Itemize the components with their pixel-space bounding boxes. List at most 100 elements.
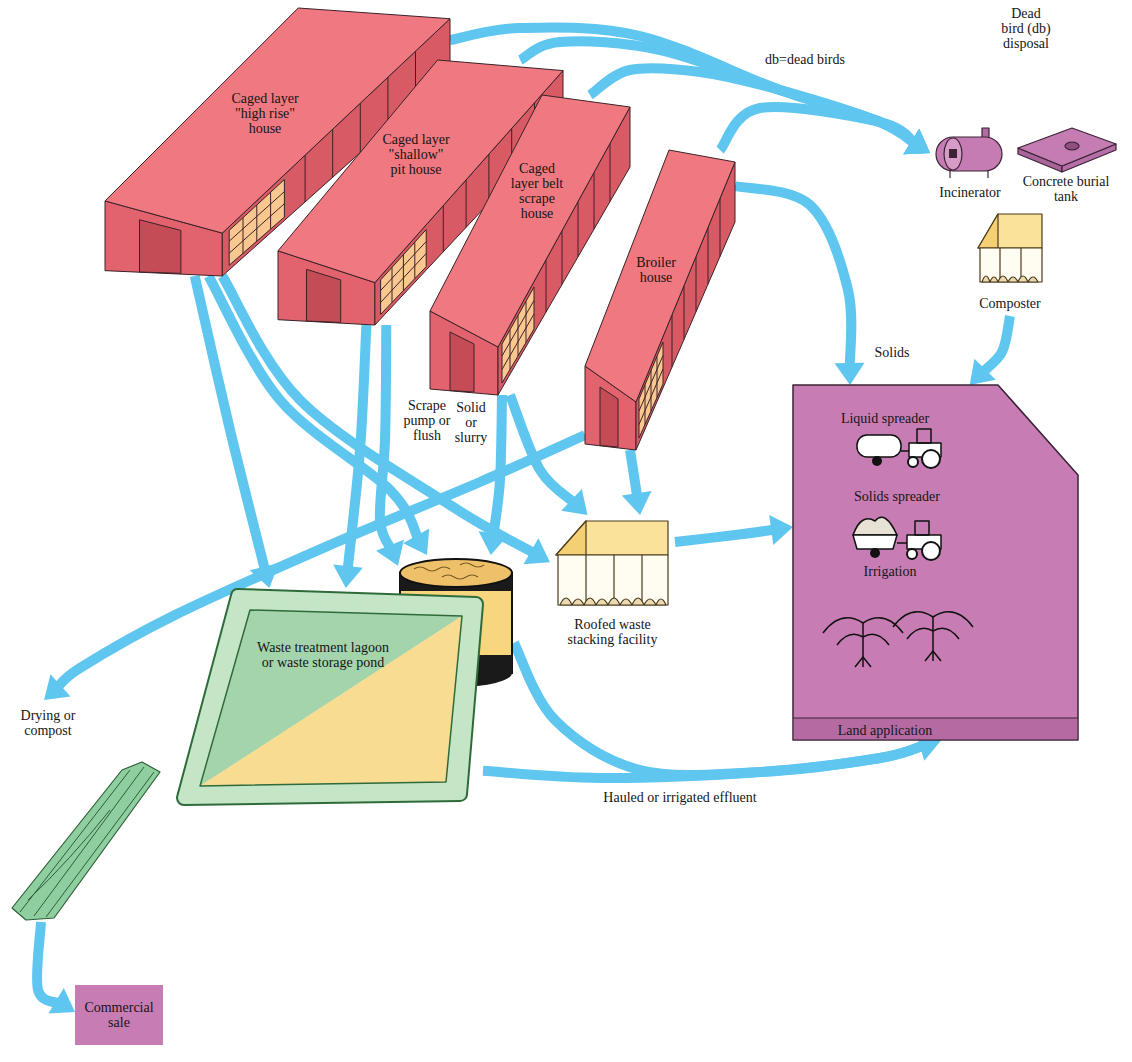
drawing-part bbox=[893, 612, 973, 661]
text-holder: Solids spreader bbox=[842, 489, 952, 504]
flow-line bbox=[380, 325, 392, 551]
drawing-part bbox=[907, 549, 917, 559]
drawing-part bbox=[657, 356, 658, 397]
drawing-part bbox=[982, 276, 1038, 282]
drawing-part bbox=[862, 623, 864, 667]
text-holder: Solids bbox=[872, 345, 912, 360]
flow-line bbox=[510, 395, 576, 504]
drawing-part bbox=[200, 610, 462, 786]
text-holder: Caged layer belt scrape house bbox=[506, 161, 568, 221]
drawing-part bbox=[853, 535, 897, 549]
drawing-part bbox=[360, 103, 361, 152]
text-holder: Waste treatment lagoon or waste storage … bbox=[253, 640, 393, 670]
drawing-part bbox=[400, 559, 512, 587]
drawing-part bbox=[140, 220, 181, 274]
flow-line bbox=[720, 107, 916, 150]
flow-line bbox=[56, 435, 585, 689]
drawing-part bbox=[307, 269, 341, 322]
drawing-part bbox=[200, 616, 462, 786]
flow-arrow bbox=[195, 276, 279, 588]
text-holder: Scrape pump or flush bbox=[402, 398, 452, 443]
drawing-part bbox=[922, 542, 940, 560]
node-outline bbox=[585, 150, 735, 450]
flow-arrow bbox=[479, 395, 509, 555]
drawing-part bbox=[558, 555, 668, 605]
flow-line bbox=[630, 450, 638, 499]
drawing-part bbox=[672, 315, 673, 368]
drawing-part bbox=[560, 598, 666, 605]
node-label: Composter bbox=[970, 296, 1050, 311]
flow-arrow bbox=[735, 186, 865, 385]
flow-arrow bbox=[970, 316, 1010, 385]
drawing-part bbox=[980, 248, 1042, 282]
flow-arrow bbox=[37, 922, 75, 1014]
incinerator: Incinerator bbox=[930, 125, 1010, 205]
drawing-part bbox=[794, 718, 1078, 739]
drawing-part bbox=[600, 387, 618, 447]
flow-arrow bbox=[333, 325, 366, 588]
arrow-head bbox=[769, 515, 793, 545]
lagoon: Waste treatment lagoon or waste storage … bbox=[178, 588, 483, 803]
drawing-part bbox=[20, 767, 154, 917]
text-holder: Dead bird (db) disposal bbox=[1000, 6, 1052, 51]
drawing-part bbox=[901, 450, 909, 452]
drawing-part bbox=[450, 332, 474, 392]
drawing-part bbox=[696, 257, 697, 312]
node-label: Caged layer belt scrape house bbox=[506, 161, 568, 221]
drawing-part bbox=[556, 521, 586, 555]
text-holder: Drying or compost bbox=[16, 708, 80, 738]
flow-line bbox=[735, 186, 851, 369]
flow-line bbox=[493, 395, 502, 539]
drawing-part bbox=[414, 563, 484, 579]
drawing-part bbox=[684, 286, 685, 340]
drawing-part bbox=[12, 762, 160, 920]
land-application-area: Liquid spreaderSolids spreaderIrrigation… bbox=[793, 385, 1078, 740]
drawing-part bbox=[922, 450, 940, 468]
arrow-head bbox=[44, 674, 70, 700]
drawing-part bbox=[392, 267, 393, 302]
drawing-part bbox=[578, 202, 579, 257]
arrow-head bbox=[970, 359, 996, 385]
drawing-part bbox=[645, 385, 646, 425]
text-holder: Concrete burial tank bbox=[1016, 174, 1116, 204]
flow-arrow bbox=[622, 450, 652, 515]
edge-label: Solids bbox=[872, 345, 912, 360]
drawing-part bbox=[518, 316, 519, 357]
edge-label: Hauled or irrigated effluent bbox=[590, 790, 770, 805]
flow-arrow bbox=[675, 515, 793, 545]
flow-arrow bbox=[510, 395, 588, 515]
node-label: Broiler house bbox=[630, 255, 682, 285]
drawing-part bbox=[466, 180, 467, 227]
node-label: Solids spreader bbox=[842, 489, 952, 504]
node-label: Irrigation bbox=[845, 564, 935, 579]
drawing-part bbox=[430, 95, 630, 347]
drawing-part bbox=[243, 218, 244, 253]
node-label: Waste treatment lagoon or waste storage … bbox=[253, 640, 393, 670]
drawing-part bbox=[917, 429, 931, 443]
text-holder: Solid or slurry bbox=[452, 400, 490, 445]
drawing-part bbox=[184, 596, 476, 798]
drawing-part bbox=[488, 154, 489, 203]
drawing-part bbox=[610, 143, 611, 201]
drawing-part bbox=[200, 610, 462, 786]
drawing-part bbox=[915, 521, 929, 535]
text-holder: Caged layer "shallow" pit house bbox=[381, 132, 451, 177]
drawing-part bbox=[305, 155, 306, 202]
drawing-part bbox=[949, 149, 957, 158]
arrow-head bbox=[903, 129, 930, 155]
drawing-part bbox=[853, 517, 897, 535]
burial-tank: Concrete burial tank bbox=[1012, 118, 1120, 210]
arrow-head bbox=[622, 491, 652, 515]
arrow-head bbox=[479, 531, 509, 555]
compost-windrow: Drying or compost bbox=[10, 700, 165, 922]
node-label: Caged layer "high rise" house bbox=[219, 91, 311, 136]
flow-line bbox=[347, 325, 366, 572]
drawing-part bbox=[793, 385, 1078, 740]
arrow-head bbox=[524, 538, 551, 564]
node-outline bbox=[178, 588, 483, 803]
drawing-part bbox=[1065, 142, 1079, 150]
drawing-part bbox=[184, 596, 476, 798]
text-holder: Commercial sale bbox=[75, 1000, 163, 1030]
